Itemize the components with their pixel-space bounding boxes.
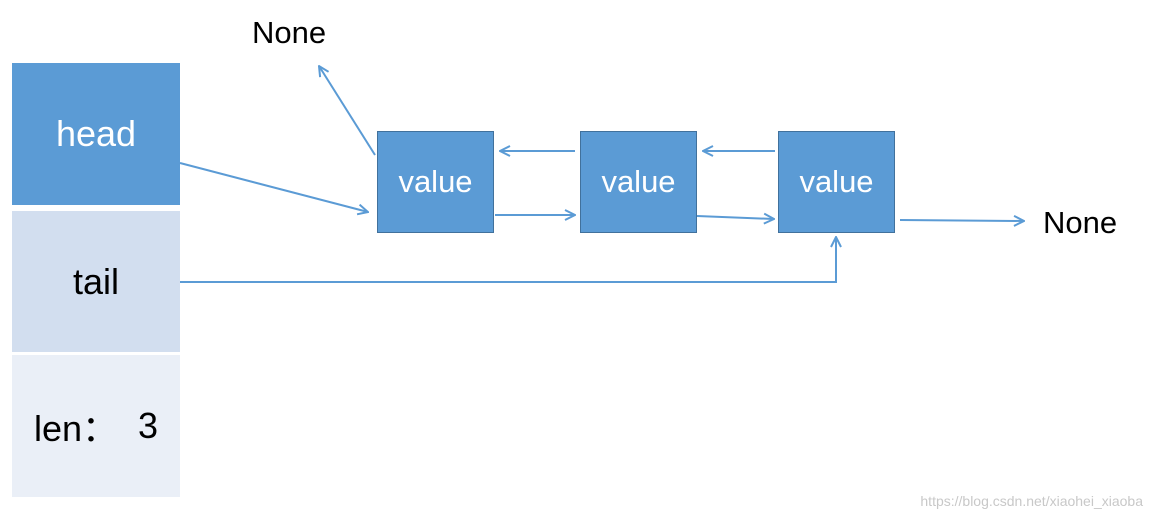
node2-next-arrow — [696, 216, 774, 219]
tail-pointer-arrow — [180, 237, 836, 283]
tail-label: tail — [72, 260, 120, 302]
node3-next-arrow — [899, 220, 1024, 221]
len-value: 3 — [138, 405, 159, 446]
node-3: value — [778, 131, 895, 233]
node-2-label: value — [601, 164, 676, 199]
head-pointer-arrow — [179, 162, 368, 212]
node-1-label: value — [398, 164, 473, 199]
tail-cell: tail — [12, 211, 180, 352]
next-none-label: None — [1043, 205, 1118, 240]
watermark-text: https://blog.csdn.net/xiaohei_xiaoba — [920, 493, 1143, 509]
node-3-label: value — [799, 164, 874, 199]
len-cell: len： 3 — [12, 355, 180, 497]
len-label: len： — [33, 408, 118, 449]
head-label: head — [55, 113, 137, 154]
node1-prev-arrow — [319, 66, 376, 156]
prev-none-label: None — [252, 15, 327, 50]
head-cell: head — [12, 63, 180, 205]
node-2: value — [580, 131, 697, 233]
node-1: value — [377, 131, 494, 233]
